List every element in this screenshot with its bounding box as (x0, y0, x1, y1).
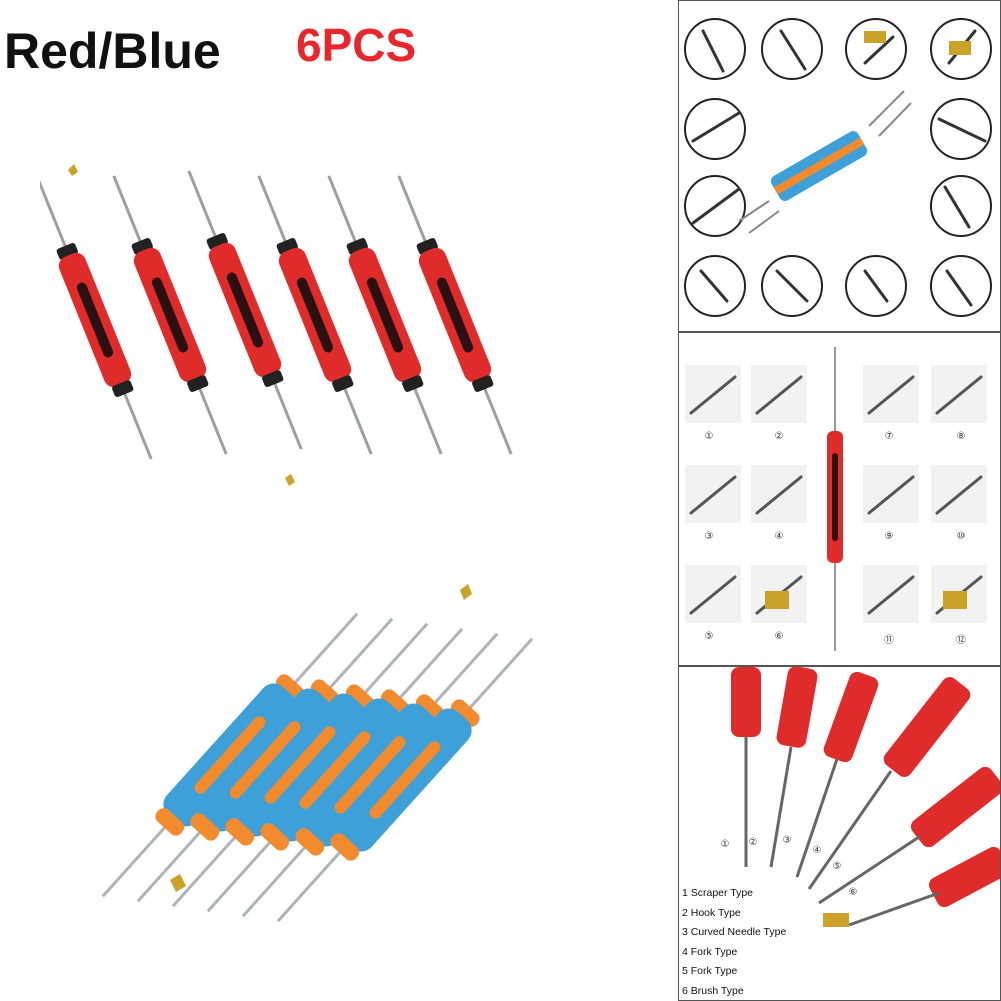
type-item-1: 1 Scraper Type (682, 887, 754, 899)
tip-types-panel: ① ② ③ ④ ⑤ ⑥ (678, 666, 1001, 1001)
type-list: 1 Scraper Type 2 Hook Type 3 Curved Need… (682, 884, 786, 1001)
detail-number-7: ⑦ (884, 431, 894, 442)
detail-number-3: ③ (704, 531, 714, 542)
red-tool-set-image (40, 164, 526, 486)
detail-number-10: ⑩ (956, 531, 966, 542)
detail-number-2: ② (774, 431, 784, 442)
type-item-2: 2 Hook Type (682, 906, 741, 919)
blue-tool-set-image (86, 584, 540, 937)
detail-number-12: ⑫ (956, 635, 966, 646)
tip-circles-image (684, 18, 992, 317)
type-number-6: ⑥ (848, 887, 858, 898)
type-item-6: 6 Brush Type (682, 984, 744, 997)
detail-number-11: ⑪ (884, 635, 894, 646)
type-item-5: 5 Fork Type (682, 965, 738, 977)
detail-number-4: ④ (774, 531, 784, 542)
tip-detail-panel: ① ② ⑦ ⑧ ③ ④ ⑨ ⑩ ⑤ ⑥ ⑪ ⑫ (678, 332, 1001, 666)
type-item-4: 4 Fork Type (682, 945, 738, 958)
tip-detail-image (685, 347, 987, 651)
heading-count: 6PCS (296, 19, 417, 71)
type-number-5: ⑤ (832, 861, 842, 872)
red-tool-set (40, 150, 560, 510)
type-number-2: ② (748, 837, 758, 848)
type-number-1: ① (720, 839, 730, 850)
type-number-3: ③ (782, 835, 792, 846)
type-item-3: 3 Curved Needle Type (682, 926, 787, 938)
type-number-4: ④ (812, 845, 822, 856)
detail-number-6: ⑥ (774, 631, 784, 642)
heading-colors: Red/Blue (4, 23, 221, 79)
detail-number-5: ⑤ (704, 631, 714, 642)
tip-circles-panel (678, 0, 1001, 332)
detail-number-1: ① (704, 431, 714, 442)
tip-types-image (731, 667, 1000, 927)
blue-tool-set (60, 560, 540, 950)
detail-number-9: ⑨ (884, 531, 894, 542)
detail-number-8: ⑧ (956, 431, 966, 442)
